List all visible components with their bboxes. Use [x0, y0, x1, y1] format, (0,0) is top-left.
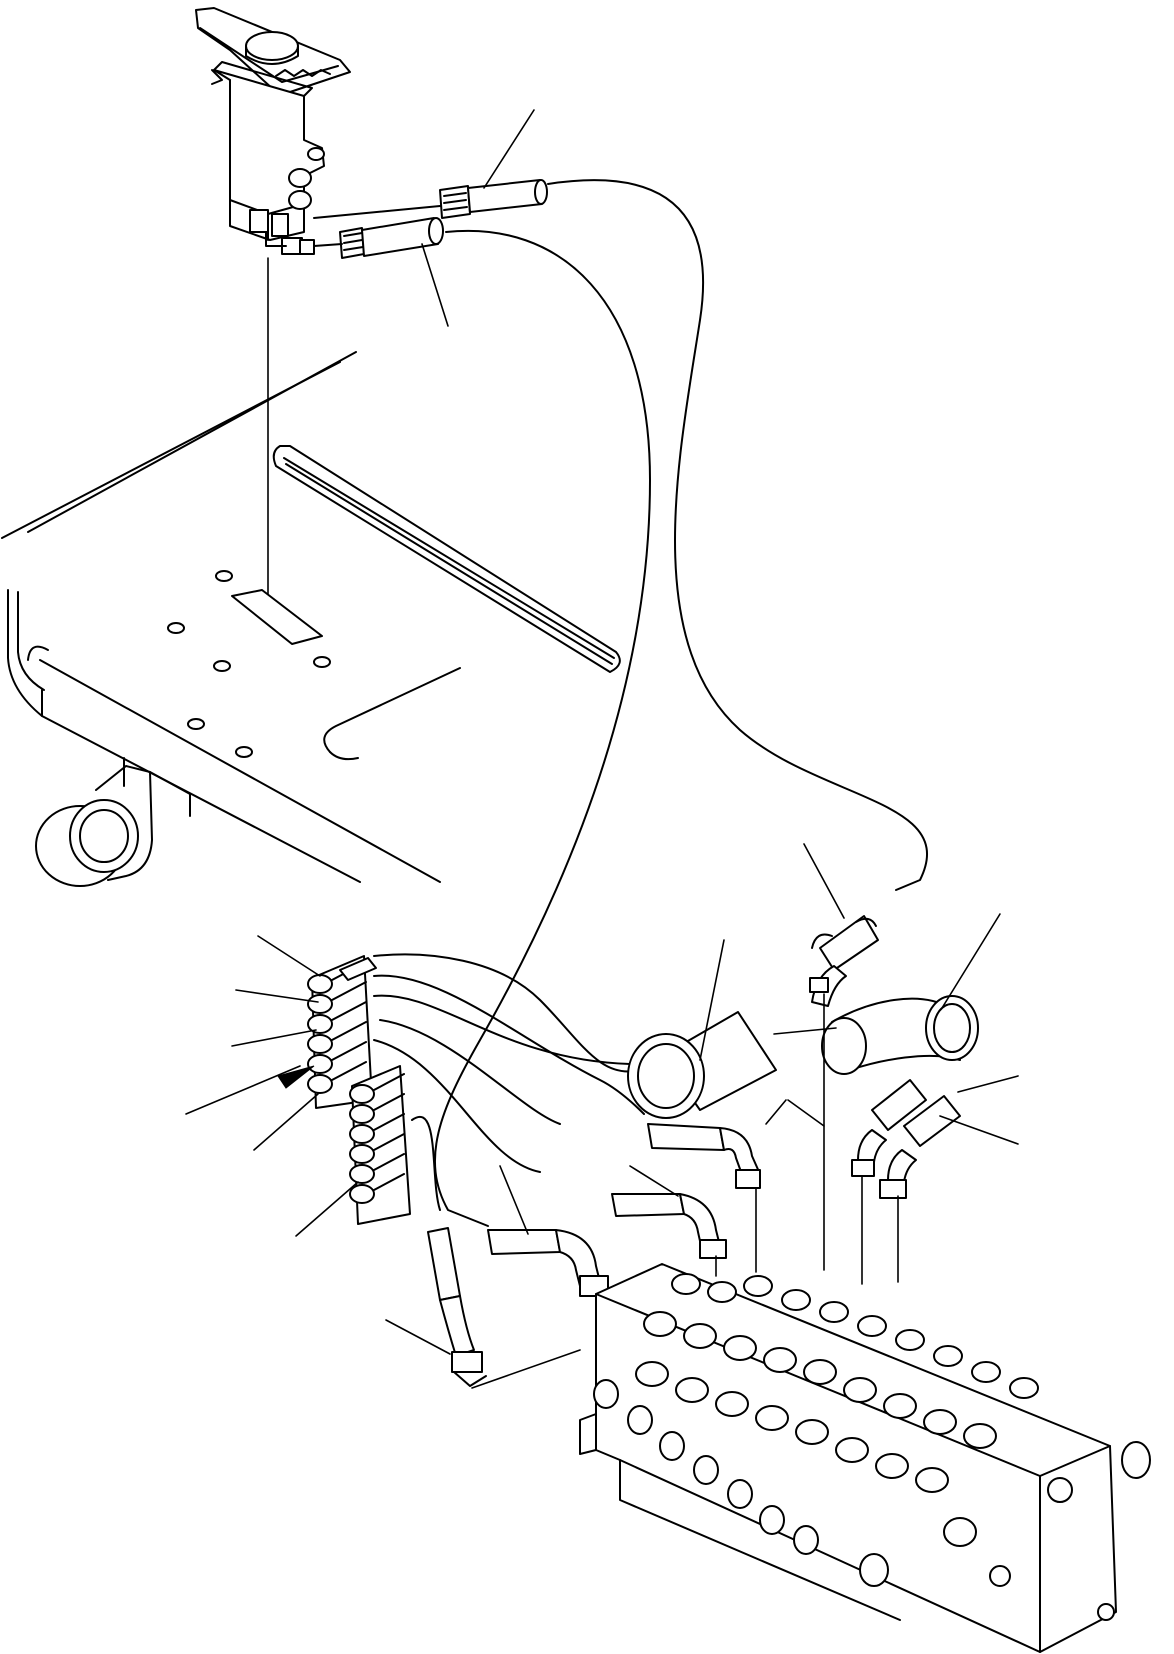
leader-lines-top: [267, 109, 535, 605]
pilot-pedal-valve: [195, 7, 548, 259]
fitting-bank-lower: [349, 1065, 411, 1225]
main-control-valve: [579, 1263, 1151, 1653]
valve-side-plugs: [593, 1379, 1151, 1621]
pilot-hose-a: [547, 179, 928, 891]
hose-port-fitting-b: [313, 217, 444, 259]
arrow-marker: [277, 1065, 315, 1089]
elbow-fitting: [427, 915, 961, 1387]
hose-bundle: [373, 953, 645, 1211]
cab-floor-plate: [1, 351, 621, 887]
valve-spool-caps: [635, 1273, 1039, 1493]
fitting-bank-upper: [307, 955, 377, 1109]
pilot-hose-b: [434, 229, 651, 1227]
leader-lines: [185, 843, 1019, 1355]
protective-sleeve: [627, 995, 979, 1119]
hose-port-fitting-a: [439, 179, 548, 219]
leader-line-valve: [471, 1349, 581, 1389]
